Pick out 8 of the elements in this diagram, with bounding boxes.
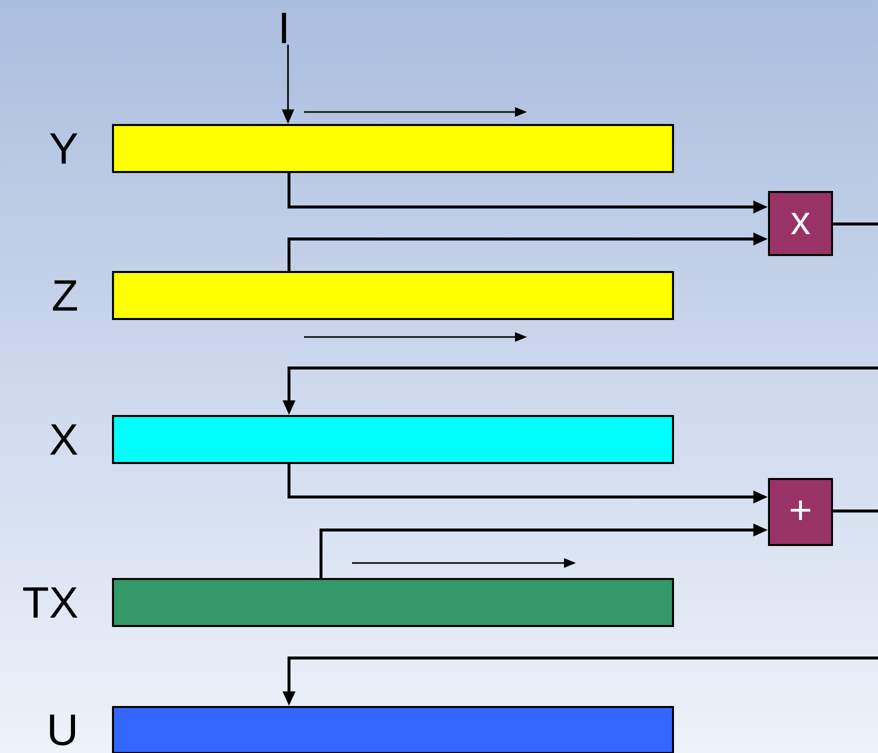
operator-box: x (768, 191, 833, 256)
bar-label: U (50, 714, 75, 746)
bar-label: TX (23, 587, 78, 618)
operator-box: + (768, 478, 833, 546)
input-label: I (282, 12, 286, 44)
bar-label: Z (52, 280, 78, 311)
bar-label: X (50, 424, 78, 455)
bar-label: Y (50, 133, 78, 164)
